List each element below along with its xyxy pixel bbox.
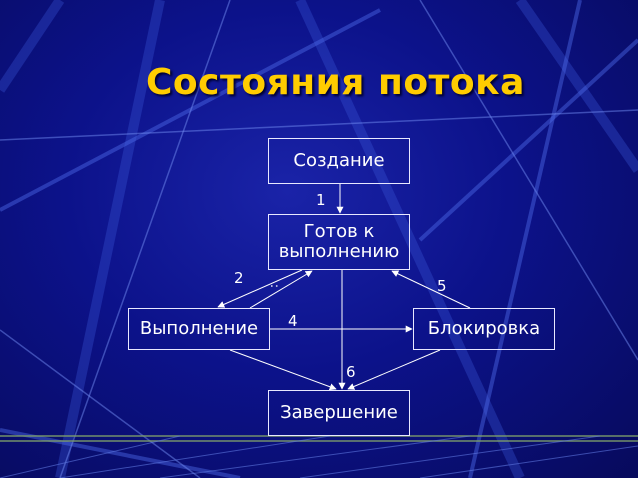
- transition-label-1: 1: [316, 191, 326, 209]
- arrow-ready-to-run: [217, 269, 303, 308]
- arrow-run-to-finish: [229, 349, 337, 391]
- state-ready-label: Готов к выполнению: [278, 221, 400, 262]
- transition-label-4: 4: [288, 312, 298, 330]
- slide-title: Состояния потока: [146, 62, 525, 103]
- state-run: Выполнение: [128, 308, 270, 350]
- state-finish-label: Завершение: [280, 402, 398, 423]
- arrow-block-to-ready: [391, 270, 471, 309]
- transition-label-2: 2: [234, 269, 244, 287]
- arrow-run-to-ready: [249, 270, 313, 309]
- state-create: Создание: [268, 138, 410, 184]
- state-block: Блокировка: [413, 308, 555, 350]
- transition-label-6: 6: [346, 363, 356, 381]
- state-create-label: Создание: [293, 150, 385, 171]
- state-finish: Завершение: [268, 390, 410, 436]
- arrow-block-to-finish: [347, 349, 441, 390]
- state-run-label: Выполнение: [139, 318, 259, 339]
- transition-label-3: :: [268, 284, 282, 289]
- state-ready: Готов к выполнению: [268, 214, 410, 270]
- state-block-label: Блокировка: [427, 318, 541, 339]
- transition-label-5: 5: [437, 277, 447, 295]
